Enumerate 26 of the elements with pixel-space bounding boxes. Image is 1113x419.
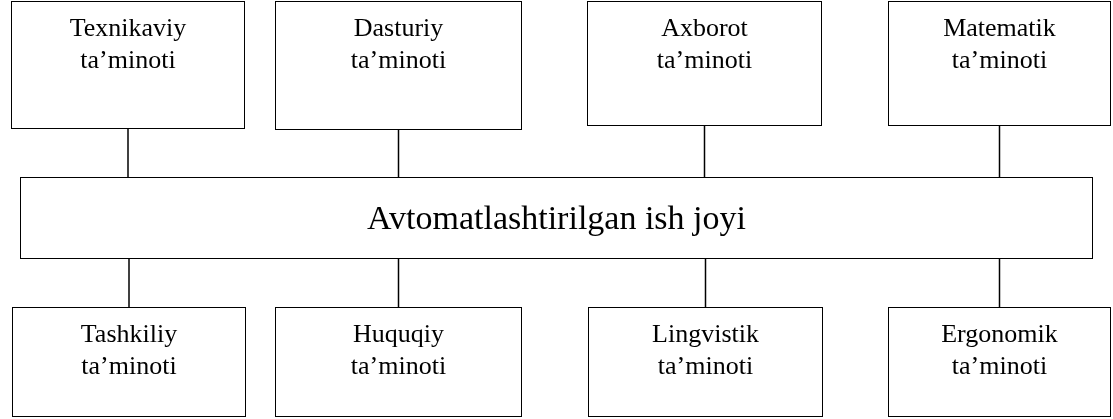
connector-line [128,258,130,308]
component-box [11,1,245,129]
box-label: Texnikaviy ta’minoti [68,12,188,76]
box-label: Huquqiy ta’minoti [349,318,448,382]
box-label: Matematik ta’minoti [942,12,1057,76]
box-label: Ergonomik ta’minoti [940,318,1059,382]
connector-line [704,258,707,308]
component-box [888,307,1111,417]
component-box [275,1,522,130]
connector-line [397,129,400,178]
connector-line [397,258,400,308]
central-box [20,177,1093,259]
component-box [888,1,1111,126]
component-box [588,307,823,417]
component-box [12,307,246,417]
box-label: Dasturiy ta’minoti [349,12,448,76]
connector-line [998,258,1001,308]
connector-line [998,125,1001,178]
component-box [275,307,522,417]
box-label: Axborot ta’minoti [655,12,754,76]
box-label: Avtomatlashtirilgan ish joyi [367,202,746,234]
connector-line [127,128,129,178]
connector-line [703,125,706,178]
box-label: Tashkiliy ta’minoti [79,318,179,382]
component-box [587,1,822,126]
box-label: Lingvistik ta’minoti [651,318,760,382]
